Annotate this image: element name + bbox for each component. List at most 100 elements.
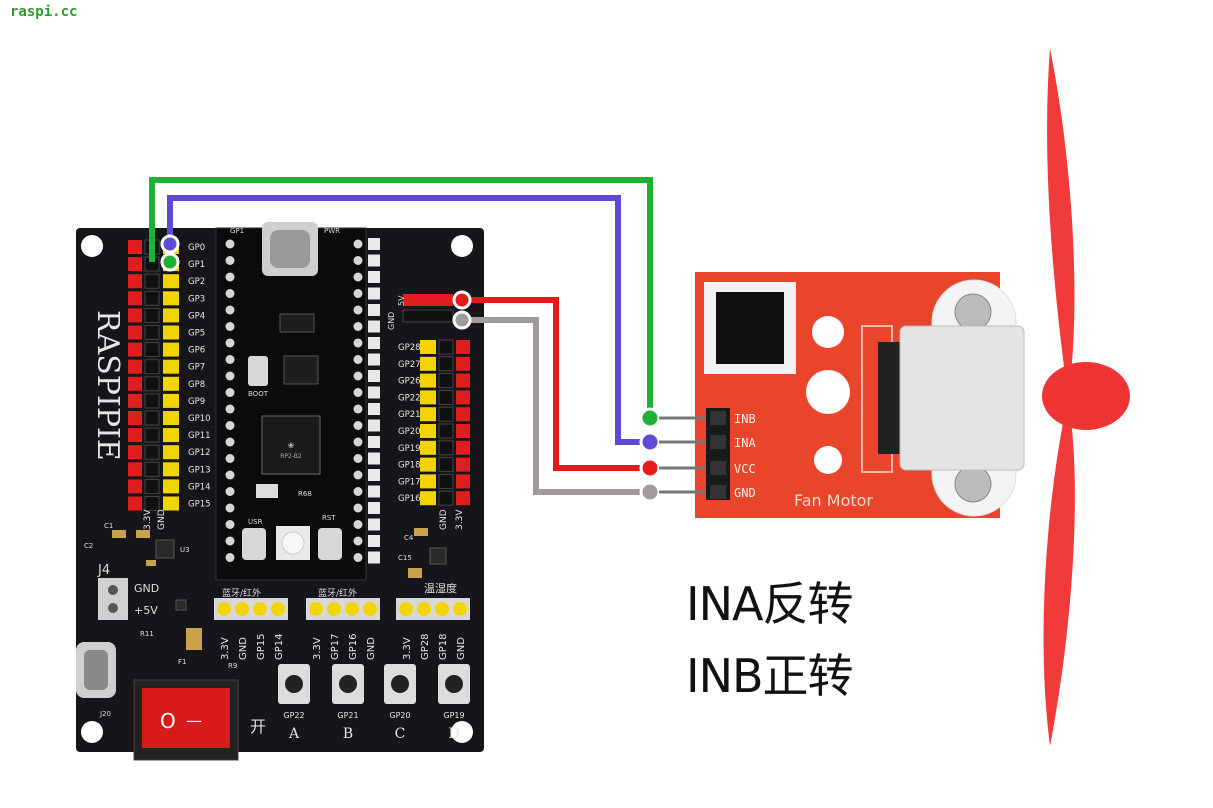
header-pin-gnd: [144, 427, 160, 443]
component-label: U3: [180, 546, 190, 554]
bottom-header-pin: [453, 602, 467, 616]
header-pin-signal: [163, 376, 179, 391]
header-pin-signal: [163, 462, 179, 477]
pico-header-pin: [368, 337, 380, 349]
left-pin-label: GP1: [188, 260, 205, 270]
wire-end-grey-fan: [639, 481, 661, 503]
right-pin-label: GP17: [398, 477, 421, 487]
right-pin-label: GP20: [398, 427, 421, 437]
component-label: C1: [104, 522, 113, 530]
header-pin-red: [128, 240, 142, 254]
header-pin-red: [456, 356, 470, 371]
wire-end-green-board: [160, 252, 180, 272]
header-pin-gnd: [144, 461, 160, 477]
key-letter: B: [343, 726, 353, 742]
rocker-switch[interactable]: [142, 688, 230, 748]
left-pin-label: GP6: [188, 346, 205, 356]
fan-pin: [710, 411, 726, 425]
header-pin-signal: [420, 340, 436, 354]
pico-pin: [353, 454, 363, 463]
power-connector: [98, 578, 128, 620]
pico-header-pin: [368, 238, 380, 250]
pico-pin: [225, 322, 235, 331]
pico-label-gp1: GP1: [230, 227, 244, 235]
bottom-pin-label: GP28: [420, 633, 431, 660]
header-top-5v: 5V: [397, 295, 406, 306]
header-pin-gnd: [438, 356, 454, 372]
bottom-header-pin: [235, 602, 249, 616]
header-pin-gnd: [438, 457, 454, 473]
left-pin-label: GP9: [188, 397, 205, 407]
header-pin-signal: [420, 491, 436, 506]
usr-button[interactable]: [242, 528, 266, 560]
right-pin-label: GP27: [398, 360, 421, 370]
header-pin-red: [128, 496, 142, 511]
header-pin-red: [128, 274, 142, 289]
propeller-blade-bottom: [1043, 398, 1075, 746]
header-pin-signal: [163, 445, 179, 460]
boot-button[interactable]: [248, 356, 268, 386]
pico-pin: [225, 470, 235, 480]
header-pin-red: [128, 325, 142, 340]
header-pin-gnd: [144, 290, 160, 306]
key-pin-label: GP21: [337, 711, 358, 720]
pico-pin: [353, 487, 363, 496]
header-pin-signal: [420, 407, 436, 422]
wire-end-blue-board: [160, 234, 180, 254]
header-pin-red: [456, 407, 470, 422]
left-pin-label: GP11: [188, 431, 211, 441]
key-letter: A: [288, 726, 300, 742]
pico-pins: [225, 238, 380, 564]
header-pin-gnd: [144, 359, 160, 375]
left-pin-label: GP10: [188, 414, 211, 424]
switch-on-mark: —: [186, 711, 202, 730]
header-pin-signal: [163, 359, 179, 374]
header-pin-gnd: [438, 389, 454, 405]
header-pin-gnd: [144, 496, 160, 511]
bottom-pin-label: GND: [238, 637, 249, 660]
pico-pin: [353, 520, 363, 529]
header-pin-signal: [420, 457, 436, 472]
header-pin-red: [128, 342, 142, 357]
header-pin-gnd: [438, 406, 454, 422]
raspipie-board: RASPIPIE GP0GP1GP2GP3GP4GP5GP6GP7GP8GP9G…: [76, 222, 484, 761]
component-label: C2: [84, 542, 93, 550]
svg-text:❀: ❀: [288, 441, 295, 450]
rst-label: RST: [322, 514, 336, 522]
right-pin-labels: GP28GP27GP26GP22GP21GP20GP19GP18GP17GP16…: [398, 343, 465, 530]
propeller-blade-top: [1047, 48, 1075, 398]
rst-button[interactable]: [318, 528, 342, 560]
header-pin-gnd: [438, 473, 454, 489]
pico-pin: [353, 272, 363, 282]
mount-hole: [451, 235, 473, 257]
pico-pin: [353, 470, 363, 480]
bottom-pin-label: GP17: [330, 633, 341, 660]
left-power-label: 3.3V: [143, 509, 153, 530]
header-pin-red: [128, 428, 142, 443]
pico-pin: [225, 454, 235, 463]
header-pin-red: [128, 359, 142, 374]
pico-pin: [225, 239, 235, 249]
right-pin-label: GP21: [398, 410, 421, 420]
bottom-header-pin: [363, 602, 377, 616]
right-pin-label: GP16: [398, 494, 421, 504]
bottom-header: [396, 598, 470, 620]
header-pin-red: [456, 424, 470, 438]
caption-inb: INB正转: [686, 649, 854, 703]
key-pin-label: GP19: [443, 711, 464, 720]
pico-header-pin: [368, 485, 380, 498]
bottom-pin-label: 3.3V: [220, 637, 231, 660]
bottom-pin-label: GP15: [256, 633, 267, 660]
mount-hole: [451, 721, 473, 743]
chip-label: RP2-B2: [280, 453, 302, 460]
wire-grey: [462, 317, 650, 495]
header-pin-red: [128, 376, 142, 391]
bottom-header-pin: [435, 602, 449, 616]
left-pin-label: GP5: [188, 329, 205, 339]
header-pin-signal: [420, 474, 436, 489]
wire-end-green-fan: [639, 407, 661, 429]
pico-header-pin: [368, 436, 380, 448]
fan-pin: [710, 461, 726, 475]
